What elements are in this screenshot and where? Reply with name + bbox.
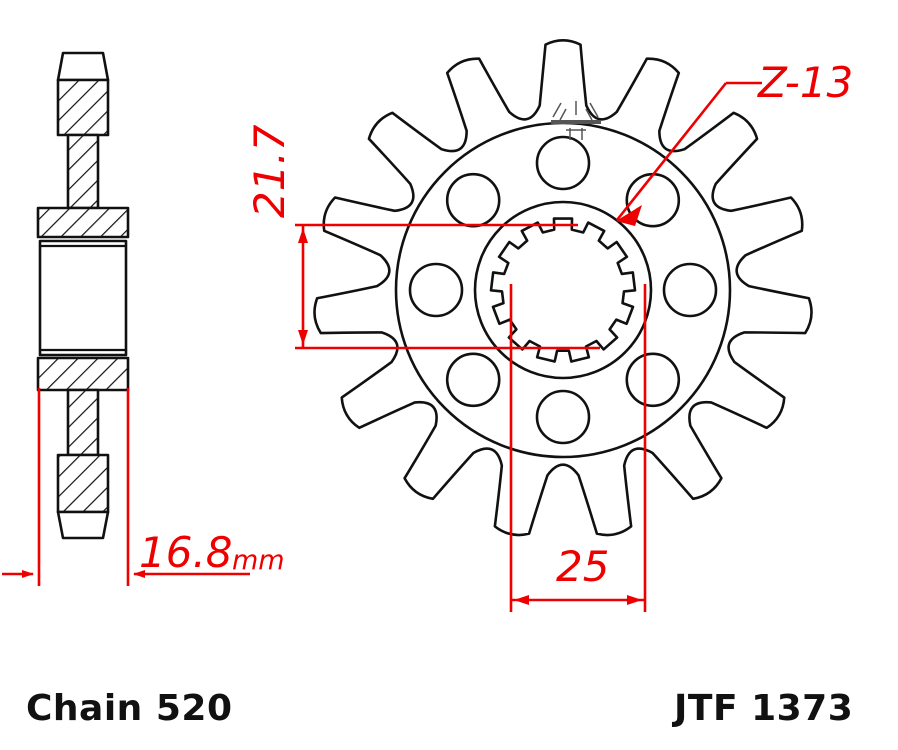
dim-arrow-25-right <box>627 595 642 605</box>
side-hub-flange-lower <box>36 356 130 392</box>
label-chain-size: Chain 520 <box>26 688 233 729</box>
leader-diagonal-z13 <box>615 82 728 221</box>
dim-arrow-217-top <box>298 228 308 243</box>
side-hub-bore <box>38 239 128 357</box>
label-part-number: JTF 1373 <box>674 688 854 729</box>
side-web-lower <box>66 388 100 457</box>
label-spline-width: 25 <box>556 542 610 591</box>
dim-arrow-217-bottom <box>298 330 308 345</box>
dim-arrow-25-left <box>514 595 529 605</box>
face-view <box>313 39 813 537</box>
side-tooth-tip-top <box>56 51 110 82</box>
dimension-bore-217 <box>295 223 600 350</box>
sprocket-outer-circle <box>394 121 732 459</box>
side-section-view <box>36 51 130 540</box>
sprocket-teeth-outline <box>313 39 813 537</box>
side-tooth-body-bottom <box>56 453 110 514</box>
lightening-hole <box>535 389 591 445</box>
lightening-hole <box>662 262 718 318</box>
side-web-upper <box>66 133 100 210</box>
label-thickness-value: 16.8 <box>139 528 233 577</box>
lightening-hole <box>535 135 591 191</box>
lightening-hole <box>445 352 501 408</box>
dimension-thickness-168 <box>2 388 250 586</box>
side-hub-flange-upper <box>36 206 130 239</box>
lightening-hole <box>445 172 501 228</box>
label-thickness-unit: mm <box>232 545 285 576</box>
side-tooth-tip-bottom <box>56 510 110 540</box>
lightening-hole <box>408 262 464 318</box>
surface-finish-symbol <box>551 101 601 140</box>
side-tooth-body-top <box>56 78 110 137</box>
dimension-spline-25 <box>509 284 647 612</box>
leader-arrowhead-z13 <box>616 205 642 226</box>
leader-line-z13 <box>615 81 762 226</box>
label-spline-count: Z-13 <box>758 58 854 107</box>
lightening-hole <box>625 352 681 408</box>
sprocket-inner-circle <box>473 200 653 380</box>
lightening-holes <box>408 135 718 445</box>
spline-bore-outline <box>489 217 637 363</box>
